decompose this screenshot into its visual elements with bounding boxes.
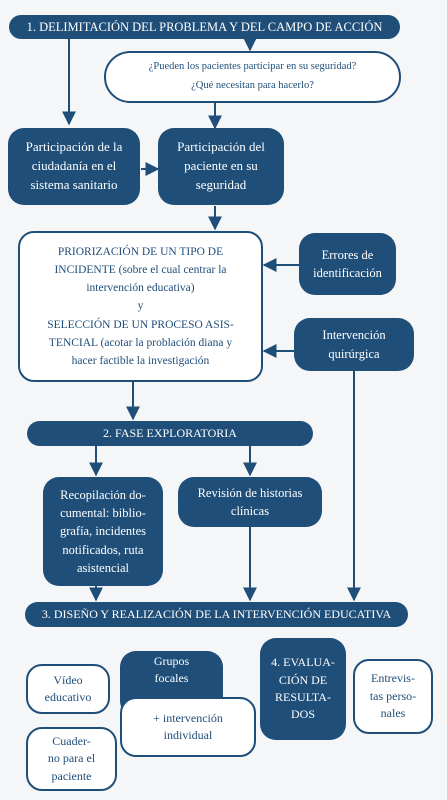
header-exploratory-text: 2. FASE EXPLORATORIA — [103, 425, 237, 440]
prioritization-box: PRIORIZACIÓN DE UN TIPO DE INCIDENTE (so… — [18, 231, 263, 382]
citizen-participation-text: Participación de la ciudadanía en el sis… — [25, 139, 123, 192]
surgery-text: Intervención quirúrgica — [322, 328, 386, 361]
header-exploratory: 2. FASE EXPLORATORIA — [27, 421, 313, 446]
header-delimitation: 1. DELIMITACIÓN DEL PROBLEMA Y DEL CAMPO… — [9, 15, 400, 39]
video-box: Vídeo educativo — [26, 664, 110, 714]
evaluation-box: 4. EVALUA- CIÓN DE RESULTA- DOS — [260, 638, 346, 740]
questions-text: ¿Pueden los pacientes participar en su s… — [148, 61, 357, 91]
interviews-text: Entrevis- tas perso- nales — [369, 671, 417, 721]
surgery-box: Intervención quirúrgica — [294, 318, 414, 371]
questions-box: ¿Pueden los pacientes participar en su s… — [104, 51, 401, 103]
notebook-text: Cuader- no para el paciente — [47, 733, 96, 783]
identification-errors-box: Errores de identificación — [299, 233, 396, 295]
prioritization-text: PRIORIZACIÓN DE UN TIPO DE INCIDENTE (so… — [47, 245, 234, 367]
records-review-box: Revisión de historias clínicas — [178, 477, 322, 527]
identification-errors-text: Errores de identificación — [313, 247, 382, 280]
interviews-box: Entrevis- tas perso- nales — [353, 659, 433, 734]
header-delimitation-text: 1. DELIMITACIÓN DEL PROBLEMA Y DEL CAMPO… — [26, 19, 383, 34]
notebook-box: Cuader- no para el paciente — [26, 727, 117, 791]
individual-intervention-box: + intervención individual — [120, 697, 256, 757]
citizen-participation-box: Participación de la ciudadanía en el sis… — [8, 128, 140, 205]
focus-groups-text: Grupos focales — [153, 654, 190, 686]
evaluation-text: 4. EVALUA- CIÓN DE RESULTA- DOS — [271, 655, 335, 722]
header-design-text: 3. DISEÑO Y REALIZACIÓN DE LA INTERVENCI… — [41, 606, 392, 621]
patient-participation-box: Participación del paciente en su segurid… — [158, 128, 284, 205]
header-design: 3. DISEÑO Y REALIZACIÓN DE LA INTERVENCI… — [25, 602, 408, 627]
video-text: Vídeo educativo — [44, 672, 92, 704]
individual-intervention-text: + intervención individual — [153, 710, 223, 742]
patient-participation-text: Participación del paciente en su segurid… — [177, 139, 265, 192]
records-review-text: Revisión de historias clínicas — [197, 485, 303, 518]
documentation-text: Recopilación do- cumental: biblio- grafí… — [59, 488, 147, 575]
documentation-box: Recopilación do- cumental: biblio- grafí… — [43, 477, 163, 586]
